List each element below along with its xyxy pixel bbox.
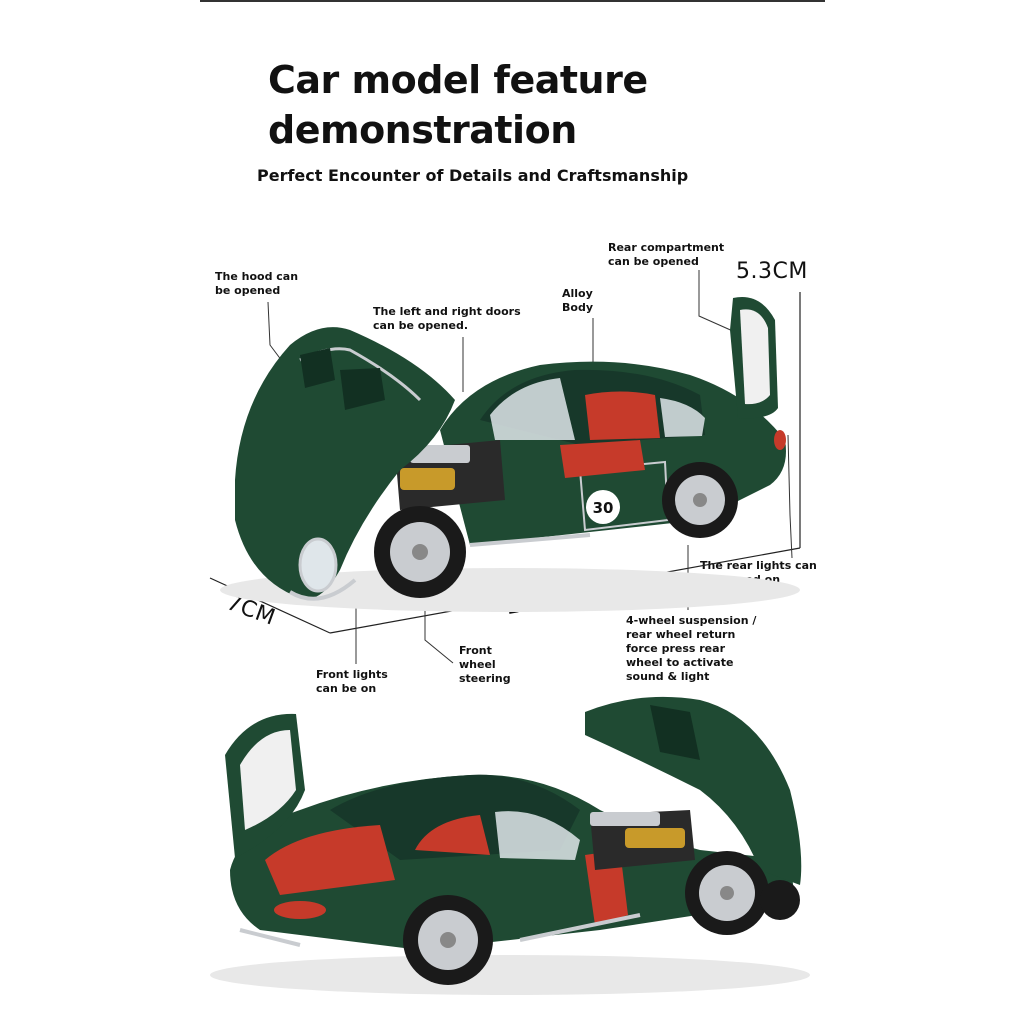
car-upper: 30 xyxy=(220,296,800,612)
wheel-front-upper xyxy=(374,506,466,598)
dimension-height: 5.3CM xyxy=(736,259,808,284)
wheel-rear-lower xyxy=(403,895,493,985)
car-lower xyxy=(210,696,810,995)
label-front-lights: Front lights can be on xyxy=(316,668,388,695)
label-doors: The left and right doors can be opened. xyxy=(373,305,521,332)
car-number: 30 xyxy=(593,499,614,517)
page-subtitle: Perfect Encounter of Details and Craftsm… xyxy=(257,166,689,185)
wheel-rear-upper xyxy=(662,462,738,538)
page-title: Car model feature demonstration xyxy=(268,58,648,152)
top-divider xyxy=(200,0,825,2)
label-suspension: 4-wheel suspension / rear wheel return f… xyxy=(626,614,757,683)
wheel-front-lower xyxy=(685,851,769,935)
label-steering: Front wheel steering xyxy=(459,644,511,685)
label-hood: The hood can be opened xyxy=(215,270,299,297)
label-body: Alloy Body xyxy=(562,287,593,314)
label-rear-compartment: Rear compartment can be opened xyxy=(608,241,725,268)
